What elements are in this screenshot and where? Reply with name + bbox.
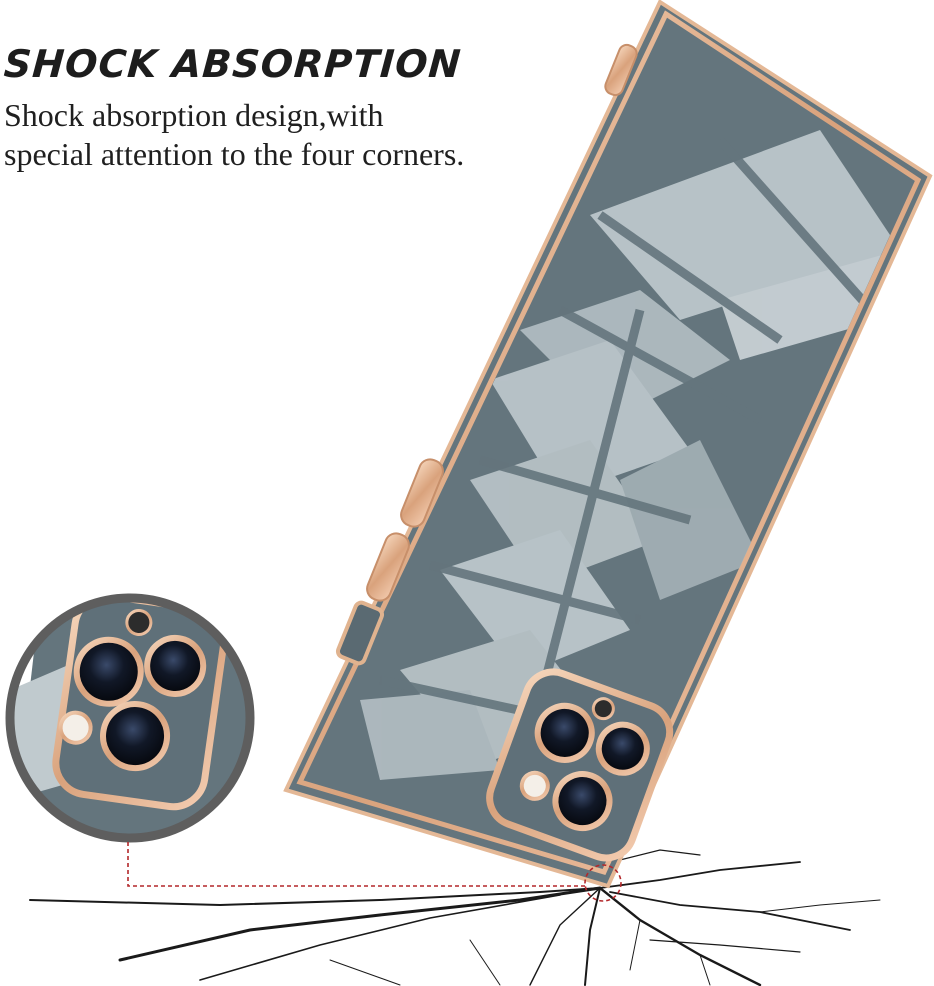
side-buttons: [335, 43, 638, 666]
floor-crack: [29, 849, 881, 986]
callout-line: [127, 842, 622, 902]
description: Shock absorption design,with special att…: [4, 97, 465, 172]
camera-module: [486, 668, 674, 862]
zoom-inset: [5, 593, 255, 843]
phone-case: [283, 0, 933, 889]
